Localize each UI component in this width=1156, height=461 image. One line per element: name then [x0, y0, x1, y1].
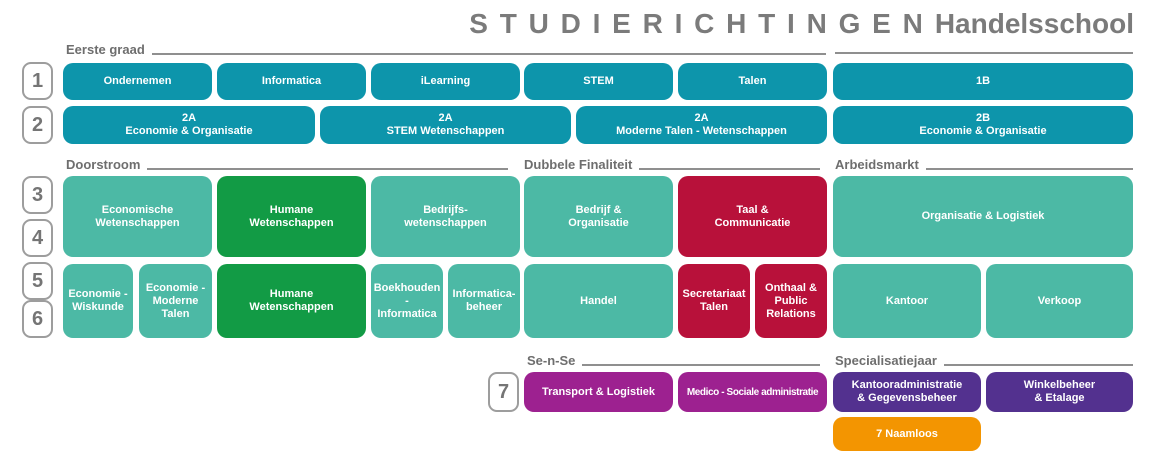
box-7-naamloos: 7 Naamloos: [833, 417, 981, 451]
box-2a-economie-organisatie: 2A Economie & Organisatie: [63, 106, 315, 144]
box-boekhouden-informatica: Boekhouden - Informatica: [371, 264, 443, 338]
section-label-eerste-graad: Eerste graad: [66, 42, 145, 57]
section-line-arbeidsmarkt: [925, 168, 1133, 170]
section-header-dubbele-finaliteit: Dubbele Finaliteit: [524, 157, 820, 172]
box-talen: Talen: [678, 63, 827, 100]
box-winkelbeheer-etalage: Winkelbeheer & Etalage: [986, 372, 1133, 412]
box-handel: Handel: [524, 264, 673, 338]
box-transport-logistiek: Transport & Logistiek: [524, 372, 673, 412]
box-onthaal-public-relations: Onthaal & Public Relations: [755, 264, 827, 338]
box-humane-wetenschappen-56: Humane Wetenschappen: [217, 264, 366, 338]
section-label-doorstroom: Doorstroom: [66, 157, 141, 172]
box-informaticabeheer: Informatica- beheer: [448, 264, 520, 338]
year-badge-6: 6: [22, 300, 53, 338]
box-2b-economie-organisatie: 2B Economie & Organisatie: [833, 106, 1133, 144]
box-medico-sociale-administratie: Medico - Sociale administratie: [678, 372, 827, 412]
year-badge-3: 3: [22, 176, 53, 214]
section-label-dubbele-finaliteit: Dubbele Finaliteit: [524, 157, 633, 172]
box-1b: 1B: [833, 63, 1133, 100]
box-kantooradministratie-gegevensbeheer: Kantooradministratie & Gegevensbeheer: [833, 372, 981, 412]
section-label-se-n-se: Se-n-Se: [527, 353, 576, 368]
box-2a-moderne-talen-wetenschappen: 2A Moderne Talen - Wetenschappen: [576, 106, 827, 144]
section-header-arbeidsmarkt: Arbeidsmarkt: [835, 157, 1133, 172]
box-economie-moderne-talen: Economie - Moderne Talen: [139, 264, 212, 338]
section-line-b-stream: [835, 52, 1133, 54]
title-handelsschool: Handelsschool: [934, 8, 1134, 39]
box-ondernemen: Ondernemen: [63, 63, 212, 100]
year-badge-2: 2: [22, 106, 53, 144]
box-informatica: Informatica: [217, 63, 366, 100]
box-ilearning: iLearning: [371, 63, 520, 100]
title-studierichtingen: S T U D I E R I C H T I N G E N: [469, 8, 925, 39]
section-header-se-n-se: Se-n-Se: [527, 353, 820, 368]
year-badge-4: 4: [22, 219, 53, 257]
year-badge-1: 1: [22, 62, 53, 100]
section-line-se-n-se: [582, 364, 820, 366]
page-title: S T U D I E R I C H T I N G E N Handelssc…: [469, 9, 1134, 39]
section-line-doorstroom: [147, 168, 508, 170]
box-humane-wetenschappen-34: Humane Wetenschappen: [217, 176, 366, 257]
box-economie-wiskunde: Economie - Wiskunde: [63, 264, 133, 338]
section-header-specialisatiejaar: Specialisatiejaar: [835, 353, 1133, 368]
year-badge-7: 7: [488, 372, 519, 412]
box-organisatie-logistiek: Organisatie & Logistiek: [833, 176, 1133, 257]
section-label-specialisatiejaar: Specialisatiejaar: [835, 353, 937, 368]
section-header-eerste-graad: Eerste graad: [66, 42, 826, 57]
section-header-doorstroom: Doorstroom: [66, 157, 508, 172]
year-badge-5: 5: [22, 262, 53, 300]
box-bedrijfswetenschappen: Bedrijfs- wetenschappen: [371, 176, 520, 257]
section-line-dubbele-finaliteit: [639, 168, 820, 170]
box-bedrijf-organisatie: Bedrijf & Organisatie: [524, 176, 673, 257]
box-stem: STEM: [524, 63, 673, 100]
section-line-specialisatiejaar: [943, 364, 1133, 366]
box-verkoop: Verkoop: [986, 264, 1133, 338]
section-label-arbeidsmarkt: Arbeidsmarkt: [835, 157, 919, 172]
box-secretariaat-talen: Secretariaat Talen: [678, 264, 750, 338]
section-line-eerste-graad: [151, 53, 826, 55]
box-economische-wetenschappen: Economische Wetenschappen: [63, 176, 212, 257]
box-kantoor: Kantoor: [833, 264, 981, 338]
box-2a-stem-wetenschappen: 2A STEM Wetenschappen: [320, 106, 571, 144]
box-taal-communicatie: Taal & Communicatie: [678, 176, 827, 257]
